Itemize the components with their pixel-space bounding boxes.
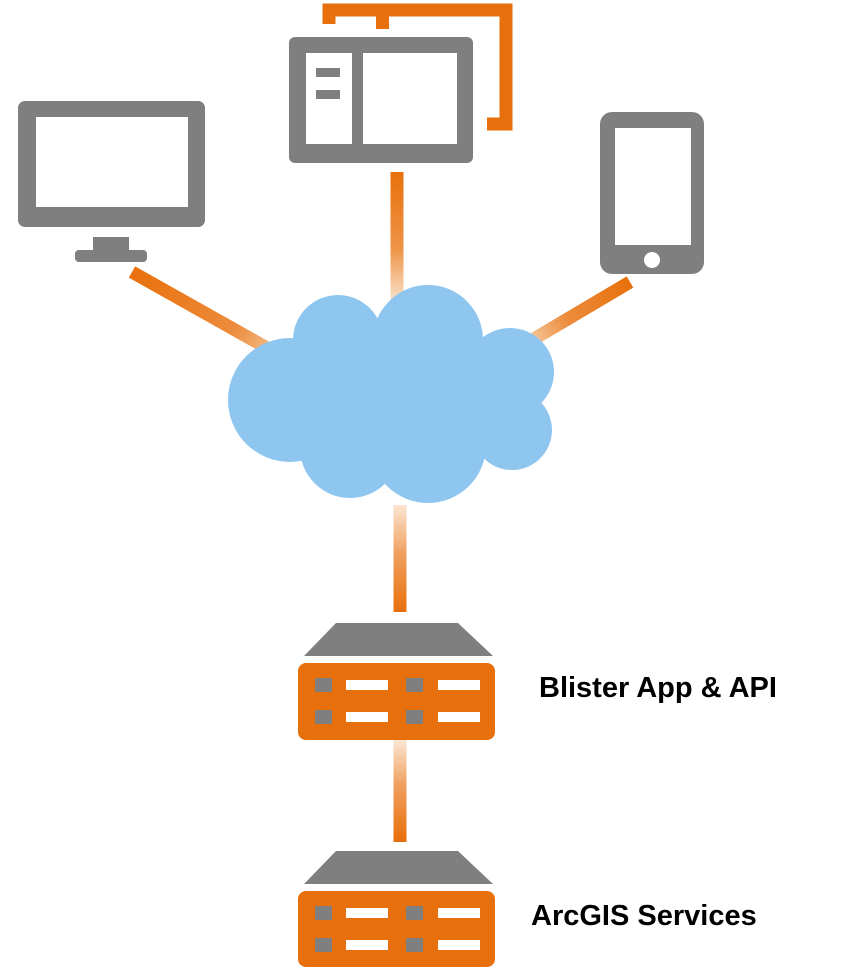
arcgis-server-label: ArcGIS Services: [531, 900, 757, 932]
app-server-icon: [298, 623, 495, 740]
arcgis-server-icon: [298, 851, 495, 967]
cloud-icon: [228, 285, 554, 503]
connectors: [128, 172, 634, 842]
smartphone-icon: [600, 112, 704, 274]
window-stack-outline: [322, 3, 513, 131]
app-server-label: Blister App & API: [539, 672, 777, 704]
desktop-monitor-icon: [18, 101, 205, 262]
browser-window-icon: [289, 3, 513, 163]
mobile-connector: [518, 276, 634, 352]
